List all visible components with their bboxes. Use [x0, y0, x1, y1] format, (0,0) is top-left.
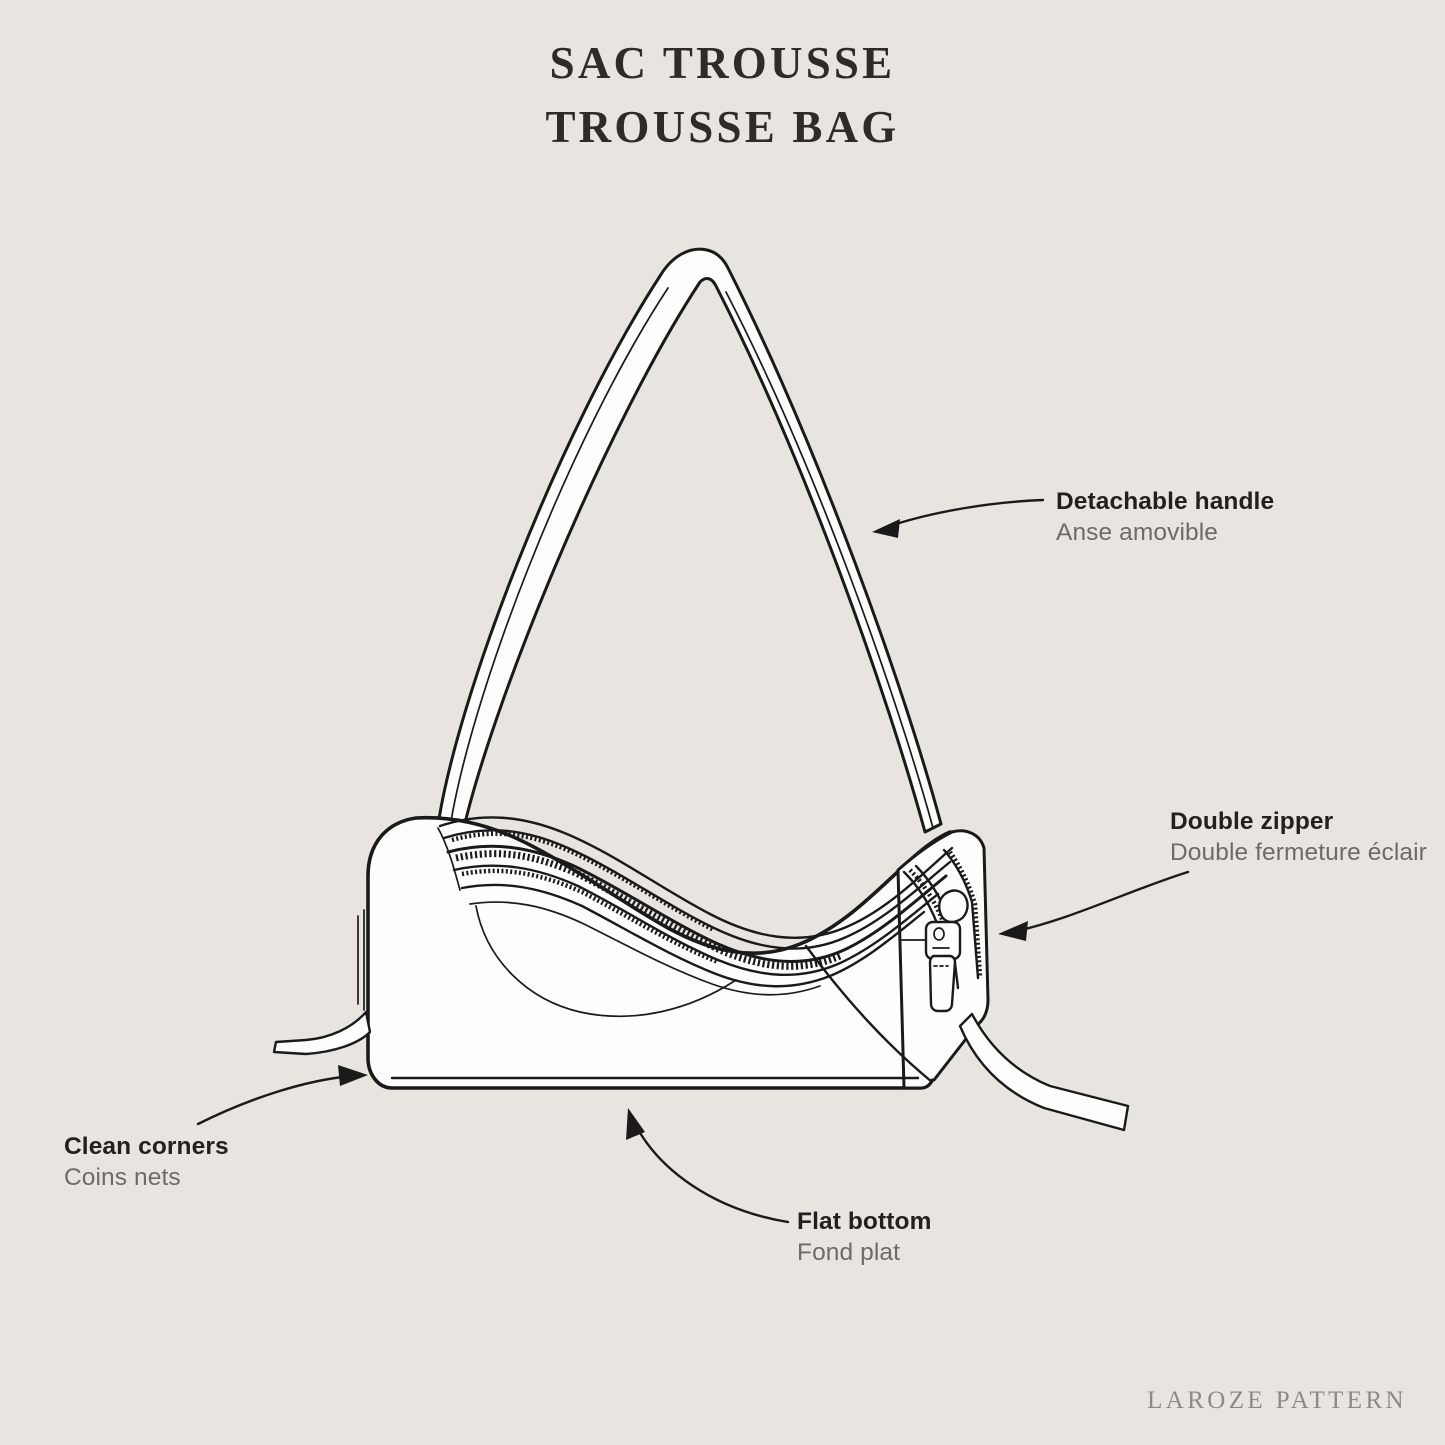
arrow-to-handle — [872, 498, 1045, 538]
detachable-handle — [435, 247, 943, 838]
arrow-to-zipper — [998, 870, 1190, 941]
annotation-title: Double zipper — [1170, 808, 1334, 835]
left-strap-end — [272, 1010, 372, 1056]
annotation-clean-corners: Clean corners Coins nets — [64, 1131, 229, 1194]
annotation-subtitle: Fond plat — [797, 1239, 901, 1267]
annotation-title: Flat bottom — [797, 1208, 932, 1235]
right-strap-end — [958, 1012, 1130, 1132]
annotation-subtitle: Double fermeture éclair — [1170, 839, 1427, 867]
annotation-double-zipper: Double zipper Double fermeture éclair — [1170, 806, 1427, 869]
brand-wordmark: LAROZE PATTERN — [1147, 1387, 1407, 1414]
annotation-title: Clean corners — [64, 1133, 229, 1160]
arrow-to-bottom — [626, 1108, 790, 1224]
arrow-to-corners — [196, 1065, 368, 1126]
zipper-pull-tab — [924, 889, 969, 1013]
bag-body — [357, 815, 990, 1090]
annotation-flat-bottom: Flat bottom Fond plat — [797, 1206, 931, 1269]
annotation-title: Detachable handle — [1056, 488, 1275, 515]
annotation-subtitle: Coins nets — [64, 1164, 181, 1192]
double-zipper-top — [437, 816, 954, 996]
annotation-detachable-handle: Detachable handle Anse amovible — [1056, 486, 1274, 549]
annotation-subtitle: Anse amovible — [1056, 519, 1218, 547]
annotation-arrows — [196, 498, 1190, 1224]
